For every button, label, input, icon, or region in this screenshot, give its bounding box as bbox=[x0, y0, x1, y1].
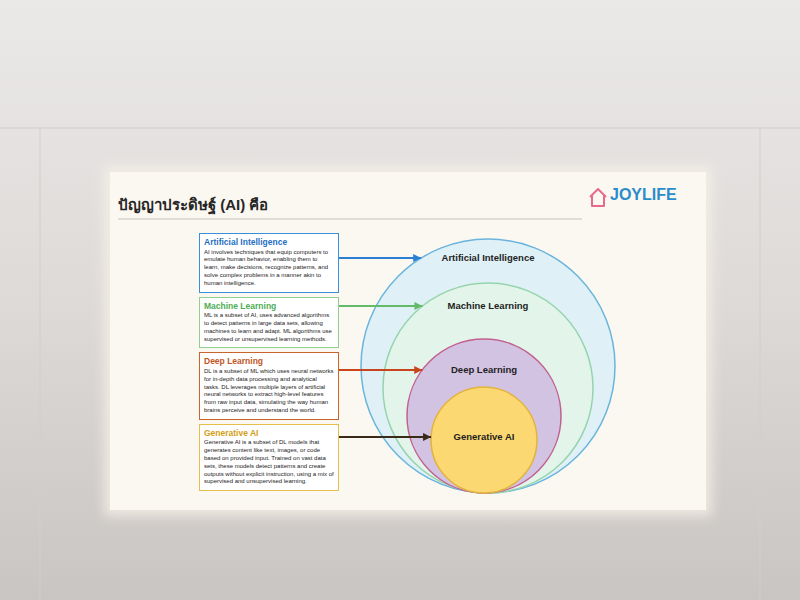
circle-outline bbox=[361, 239, 615, 493]
definition-box: Artificial IntelligenceAI involves techn… bbox=[199, 233, 339, 293]
pointer-arrow bbox=[339, 369, 422, 371]
pointer-arrow bbox=[339, 436, 431, 438]
pointer-arrow bbox=[339, 257, 421, 259]
wall-seam bbox=[40, 128, 41, 600]
definition-box: Deep LearningDL is a subset of ML which … bbox=[199, 352, 339, 419]
definition-box: Generative AIGenerative AI is a subset o… bbox=[199, 424, 339, 491]
definition-box: Machine LearningML is a subset of AI, us… bbox=[199, 297, 339, 349]
title-rule bbox=[118, 219, 582, 220]
box-heading: Generative AI bbox=[204, 428, 334, 439]
pointer-arrow bbox=[339, 305, 422, 307]
ai-circle: Artificial IntelligenceMachine LearningD… bbox=[360, 238, 616, 494]
wall-seam bbox=[0, 128, 800, 129]
dl-circle: Deep LearningGenerative AI bbox=[406, 338, 562, 494]
wall-seam bbox=[760, 128, 761, 600]
box-description: DL is a subset of ML which uses neural n… bbox=[204, 368, 334, 415]
circle-label: Deep Learning bbox=[451, 364, 517, 375]
projector-glow bbox=[104, 166, 712, 516]
box-description: AI involves techniques that equip comput… bbox=[204, 249, 334, 288]
box-heading: Deep Learning bbox=[204, 356, 334, 367]
slide bbox=[110, 172, 706, 510]
slide-title: ปัญญาประดิษฐ์ (AI) คือ bbox=[118, 193, 268, 217]
box-heading: Artificial Intelligence bbox=[204, 237, 334, 248]
genai-circle: Generative AI bbox=[430, 386, 538, 494]
circle-label: Artificial Intelligence bbox=[442, 252, 535, 263]
ml-circle: Machine LearningDeep LearningGenerative … bbox=[382, 282, 594, 494]
logo-text: JOYLIFE bbox=[610, 186, 677, 204]
logo-house-icon bbox=[590, 189, 606, 206]
circle-label: Generative AI bbox=[454, 431, 515, 442]
box-description: ML is a subset of AI, uses advanced algo… bbox=[204, 312, 334, 343]
circle-outline bbox=[431, 387, 537, 493]
box-heading: Machine Learning bbox=[204, 301, 334, 312]
box-description: Generative AI is a subset of DL models t… bbox=[204, 439, 334, 486]
circle-label: Machine Learning bbox=[448, 300, 529, 311]
circle-outline bbox=[383, 283, 593, 493]
circle-outline bbox=[407, 339, 561, 493]
